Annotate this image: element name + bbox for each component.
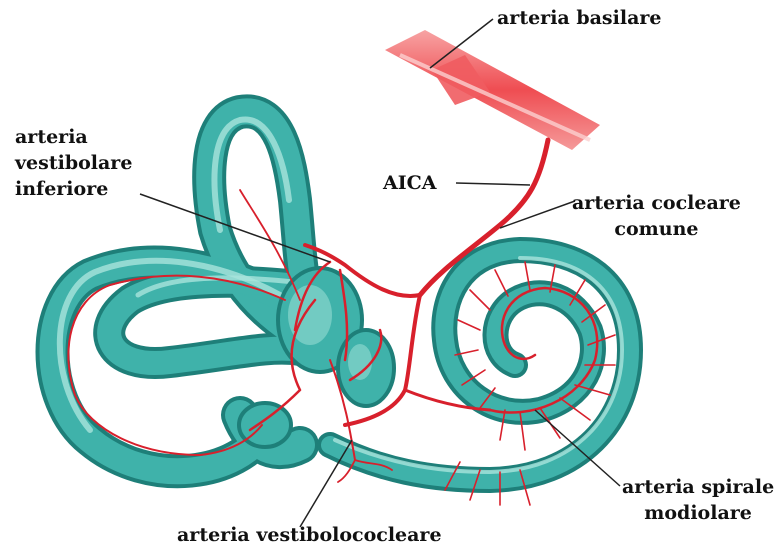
label-line: inferiore <box>15 176 132 202</box>
basilar-artery <box>385 30 600 150</box>
label-arteria-vestibolare-inferiore: arteria vestibolare inferiore <box>15 124 132 202</box>
label-line: arteria spirale <box>622 474 774 500</box>
label-arteria-cocleare-comune: arteria cocleare comune <box>572 190 741 242</box>
leader-aica <box>456 183 530 185</box>
label-line: modiolare <box>622 500 774 526</box>
label-arteria-basilare: arteria basilare <box>497 5 661 31</box>
label-arteria-vestibolococleare: arteria vestibolococleare <box>177 522 442 548</box>
label-line: arteria cocleare <box>572 190 741 216</box>
label-line: comune <box>572 216 741 242</box>
label-line: arteria <box>15 124 132 150</box>
label-aica: AICA <box>383 170 437 196</box>
label-line: vestibolare <box>15 150 132 176</box>
label-arteria-spirale-modiolare: arteria spirale modiolare <box>622 474 774 526</box>
